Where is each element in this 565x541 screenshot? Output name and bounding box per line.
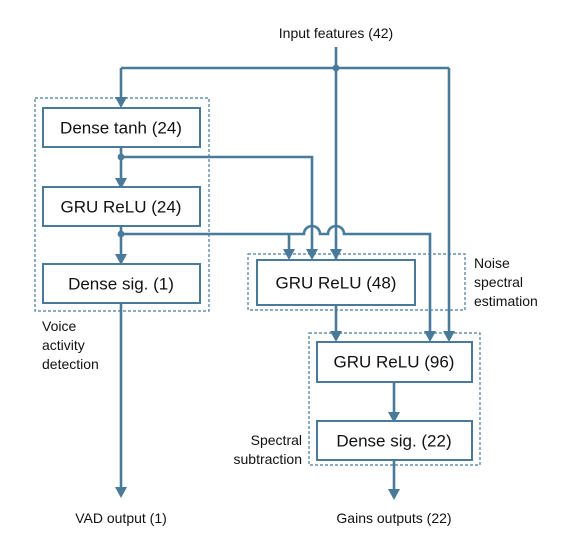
group-label-line: estimation — [474, 293, 538, 309]
group-label-line: subtraction — [234, 451, 302, 467]
block-label: GRU ReLU (48) — [276, 274, 397, 293]
junction-dot — [332, 64, 340, 72]
arrowhead-vad-output — [115, 487, 127, 498]
arrowhead-gru48-c — [330, 249, 342, 260]
arrowhead-gru96-a — [330, 331, 342, 342]
arrowhead-gru96-c — [443, 331, 455, 342]
gains-output-label: Gains outputs (22) — [336, 510, 451, 526]
arrowhead-gru48-a — [283, 249, 295, 260]
group-label-line: Voice — [42, 318, 76, 334]
group-label-line: Noise — [474, 255, 510, 271]
block-label: Dense sig. (22) — [336, 432, 451, 451]
vad-group-label: Voice activity detection — [42, 318, 99, 372]
block-label: Dense sig. (1) — [68, 275, 174, 294]
wire-dense-tanh-to-gru48 — [121, 155, 314, 250]
noise-estimation-group-boundary — [247, 253, 466, 311]
arrowhead-dense-tanh — [115, 97, 127, 108]
arrowhead-gru48-b — [306, 249, 318, 260]
wires — [119, 47, 451, 490]
arrowhead-gains-output — [388, 489, 400, 500]
vad-output-label: VAD output (1) — [75, 510, 167, 526]
input-features-label: Input features (42) — [279, 25, 393, 41]
arrowheads — [115, 97, 455, 500]
block-gru-relu-96: GRU ReLU (96) — [316, 341, 473, 383]
block-gru-relu-48: GRU ReLU (48) — [256, 259, 416, 306]
arrowhead-gru24 — [115, 178, 127, 189]
group-label-line: activity — [42, 337, 85, 353]
block-dense-sig-22: Dense sig. (22) — [316, 420, 473, 461]
junction-dot — [117, 153, 125, 161]
group-label-line: spectral — [474, 274, 523, 290]
spectral-subtraction-group-label: Spectral subtraction — [234, 432, 302, 467]
arrowhead-gru96-b — [424, 331, 436, 342]
group-label-line: detection — [42, 356, 99, 372]
junction-dot — [117, 230, 125, 238]
block-label: GRU ReLU (96) — [334, 353, 455, 372]
block-dense-sig-1: Dense sig. (1) — [42, 263, 201, 304]
group-label-line: Spectral — [251, 432, 302, 448]
block-label: Dense tanh (24) — [60, 119, 182, 138]
block-gru-relu-24: GRU ReLU (24) — [42, 186, 201, 227]
arrowhead-dense-sig1 — [115, 254, 127, 265]
block-dense-tanh: Dense tanh (24) — [42, 107, 201, 148]
arrowhead-dense-sig22 — [388, 412, 400, 423]
wire-gru24-to-gru96 — [121, 224, 432, 332]
noise-estimation-group-label: Noise spectral estimation — [474, 255, 538, 309]
block-label: GRU ReLU (24) — [61, 198, 182, 217]
spectral-subtraction-group-boundary — [308, 332, 481, 466]
